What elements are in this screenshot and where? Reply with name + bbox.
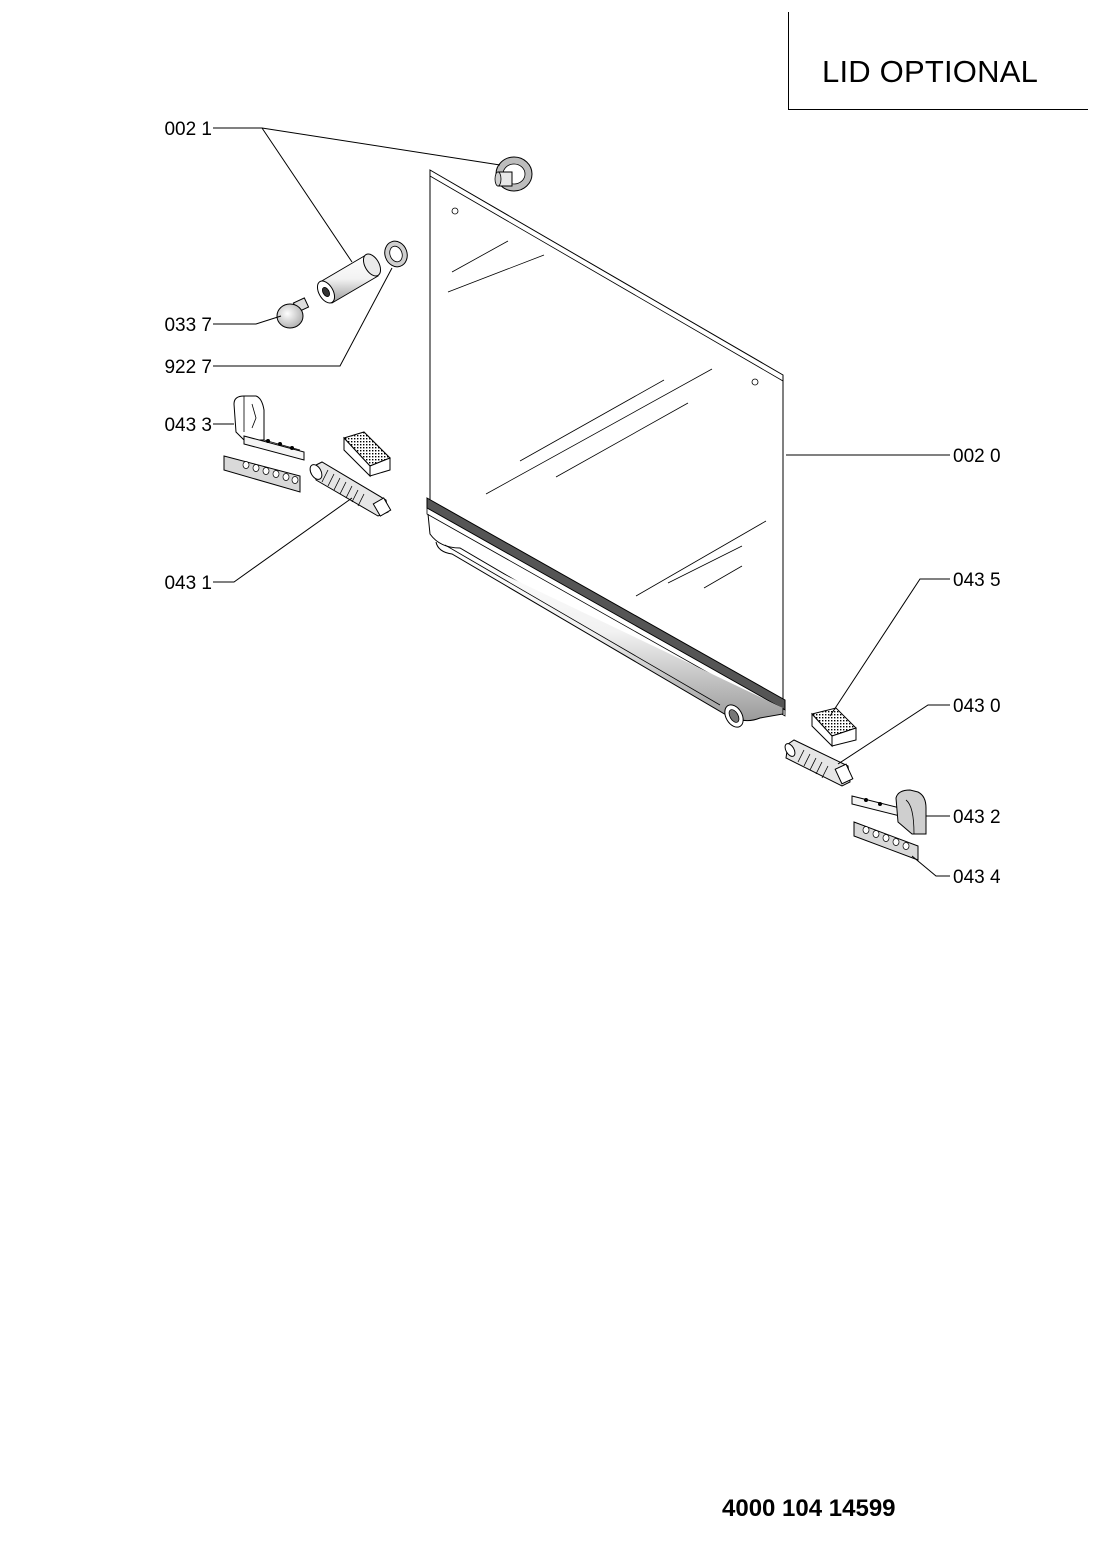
document-number: 4000 104 14599 (722, 1495, 896, 1522)
callout-0337: 033 7 (164, 315, 212, 336)
leader-0430 (837, 704, 950, 765)
leader-0435 (829, 578, 950, 717)
handle-cylinder (316, 253, 382, 304)
callout-0431: 043 1 (164, 573, 212, 594)
left-spring-bolt (309, 461, 392, 517)
small-knob (276, 297, 310, 329)
left-felt-pad (343, 431, 391, 478)
glass-lid-panel (429, 169, 784, 701)
left-hinge-bracket (233, 395, 305, 461)
callout-0430: 043 0 (953, 696, 1001, 717)
leader-0021 (213, 127, 501, 263)
callout-labels: 002 1 033 7 922 7 043 3 043 1 002 0 043 … (164, 119, 1001, 888)
callout-0435: 043 5 (953, 570, 1001, 591)
leader-0434 (911, 855, 950, 877)
callout-9227: 922 7 (164, 357, 212, 378)
right-felt-pad (811, 707, 857, 748)
right-hinge-bracket (851, 789, 927, 835)
washer (384, 240, 408, 268)
hinge-rail (426, 497, 786, 728)
lid-knob-top (494, 156, 533, 192)
diagram-title: LID OPTIONAL (822, 54, 1039, 89)
leader-0431 (213, 497, 353, 583)
callout-0432: 043 2 (953, 807, 1001, 828)
leader-9227 (213, 267, 393, 367)
left-perforated-plate (223, 455, 301, 493)
callout-0433: 043 3 (164, 415, 212, 436)
right-spring-bolt (784, 739, 854, 787)
callout-0020: 002 0 (953, 446, 1001, 467)
leader-lines (213, 127, 950, 877)
title-box (788, 12, 1088, 110)
callout-0434: 043 4 (953, 867, 1001, 888)
leader-0337 (213, 315, 282, 325)
right-perforated-plate (853, 821, 919, 861)
callout-0021: 002 1 (164, 119, 212, 140)
